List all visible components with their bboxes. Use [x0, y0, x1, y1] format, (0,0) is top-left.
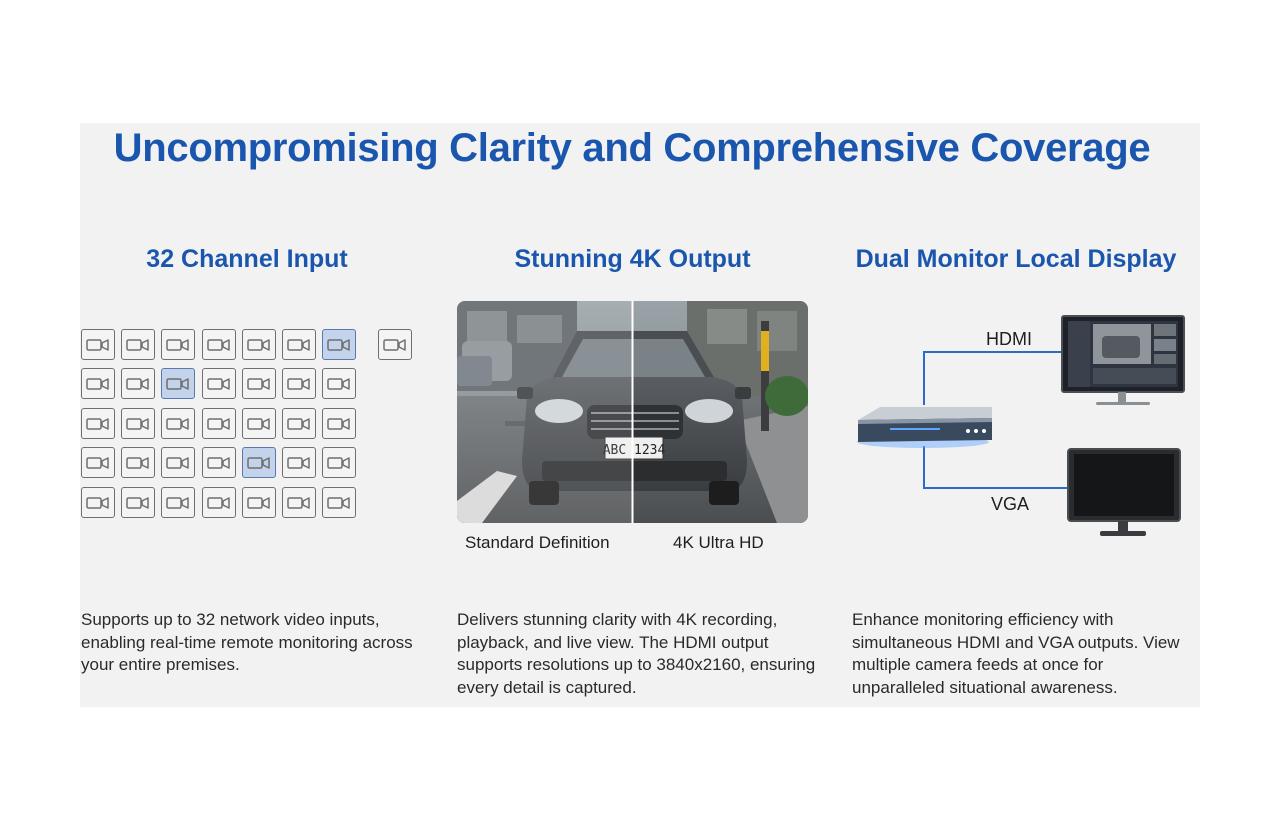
hdmi-label: HDMI: [986, 329, 1032, 349]
channel-input-description: Supports up to 32 network video inputs, …: [81, 610, 413, 674]
car-comparison-illustration: ABC 1234: [457, 301, 808, 523]
camera-channel-cell: [81, 368, 115, 399]
camera-channel-cell: [121, 368, 155, 399]
video-camera-icon: [126, 496, 149, 509]
video-camera-icon: [86, 338, 109, 351]
camera-channel-cell: [322, 329, 356, 360]
4k-output-title: Stunning 4K Output: [514, 245, 751, 273]
video-camera-icon: [86, 377, 109, 390]
camera-channel-cell: [161, 447, 195, 478]
sd-caption: Standard Definition: [465, 533, 610, 552]
camera-channel-cell: [322, 368, 356, 399]
video-camera-icon: [86, 417, 109, 430]
camera-channel-cell: [202, 408, 236, 439]
camera-channel-cell: [242, 408, 276, 439]
dual-monitor-title: Dual Monitor Local Display: [855, 245, 1177, 273]
camera-channel-cell: [378, 329, 412, 360]
video-camera-icon: [327, 417, 350, 430]
video-camera-icon: [207, 377, 230, 390]
camera-channel-cell: [161, 329, 195, 360]
video-camera-icon: [86, 496, 109, 509]
video-camera-icon: [287, 496, 310, 509]
video-camera-icon: [86, 456, 109, 469]
video-camera-icon: [166, 417, 189, 430]
camera-channel-cell: [322, 408, 356, 439]
license-plate: ABC 1234: [603, 443, 666, 458]
video-camera-icon: [287, 338, 310, 351]
camera-channel-cell: [161, 408, 195, 439]
video-camera-icon: [166, 456, 189, 469]
camera-channel-cell: [121, 329, 155, 360]
video-camera-icon: [327, 456, 350, 469]
hdmi-monitor-icon: [1061, 315, 1185, 405]
video-camera-icon: [327, 338, 350, 351]
camera-channel-cell: [322, 487, 356, 518]
camera-channel-cell: [202, 368, 236, 399]
camera-channel-cell: [282, 408, 316, 439]
video-camera-icon: [247, 456, 270, 469]
video-camera-icon: [247, 417, 270, 430]
video-camera-icon: [207, 496, 230, 509]
camera-channel-cell: [81, 408, 115, 439]
camera-channel-cell: [282, 487, 316, 518]
video-camera-icon: [166, 377, 189, 390]
4k-output-description: Delivers stunning clarity with 4K record…: [457, 610, 816, 697]
camera-channel-cell: [282, 447, 316, 478]
vga-label: VGA: [991, 494, 1030, 514]
4k-caption: 4K Ultra HD: [673, 533, 764, 552]
camera-channel-cell: [202, 447, 236, 478]
camera-channel-cell: [242, 368, 276, 399]
camera-channel-cell: [161, 487, 195, 518]
camera-channel-cell: [202, 329, 236, 360]
video-camera-icon: [287, 377, 310, 390]
nvr-device-icon: [857, 407, 992, 448]
camera-channel-cell: [282, 329, 316, 360]
video-camera-icon: [166, 338, 189, 351]
video-camera-icon: [383, 338, 406, 351]
camera-channel-cell: [121, 408, 155, 439]
channel-input-title: 32 Channel Input: [146, 245, 348, 273]
video-camera-icon: [126, 417, 149, 430]
video-camera-icon: [126, 338, 149, 351]
video-camera-icon: [126, 456, 149, 469]
video-camera-icon: [207, 456, 230, 469]
video-camera-icon: [126, 377, 149, 390]
video-camera-icon: [247, 338, 270, 351]
camera-channel-cell: [81, 329, 115, 360]
video-camera-icon: [207, 417, 230, 430]
camera-channel-cell: [242, 447, 276, 478]
page-title: Uncompromising Clarity and Comprehensive…: [113, 126, 1151, 170]
camera-channel-cell: [202, 487, 236, 518]
camera-channel-cell: [121, 447, 155, 478]
dual-monitor-diagram: [850, 300, 1190, 550]
video-camera-icon: [207, 338, 230, 351]
video-camera-icon: [287, 417, 310, 430]
vga-monitor-icon: [1067, 448, 1181, 536]
video-camera-icon: [327, 496, 350, 509]
camera-channel-cell: [161, 368, 195, 399]
camera-channel-cell: [242, 487, 276, 518]
hdmi-connection-line: [923, 351, 1062, 405]
camera-channel-cell: [121, 487, 155, 518]
video-camera-icon: [247, 496, 270, 509]
camera-channel-cell: [81, 487, 115, 518]
vga-connection-line: [923, 446, 1068, 489]
camera-channel-cell: [322, 447, 356, 478]
dual-monitor-description: Enhance monitoring efficiency with simul…: [852, 610, 1180, 697]
camera-channel-cell: [282, 368, 316, 399]
camera-channel-cell: [81, 447, 115, 478]
video-camera-icon: [287, 456, 310, 469]
video-camera-icon: [166, 496, 189, 509]
video-camera-icon: [327, 377, 350, 390]
video-camera-icon: [247, 377, 270, 390]
sd-vs-4k-comparison-image: ABC 1234: [457, 301, 808, 523]
camera-channel-cell: [242, 329, 276, 360]
